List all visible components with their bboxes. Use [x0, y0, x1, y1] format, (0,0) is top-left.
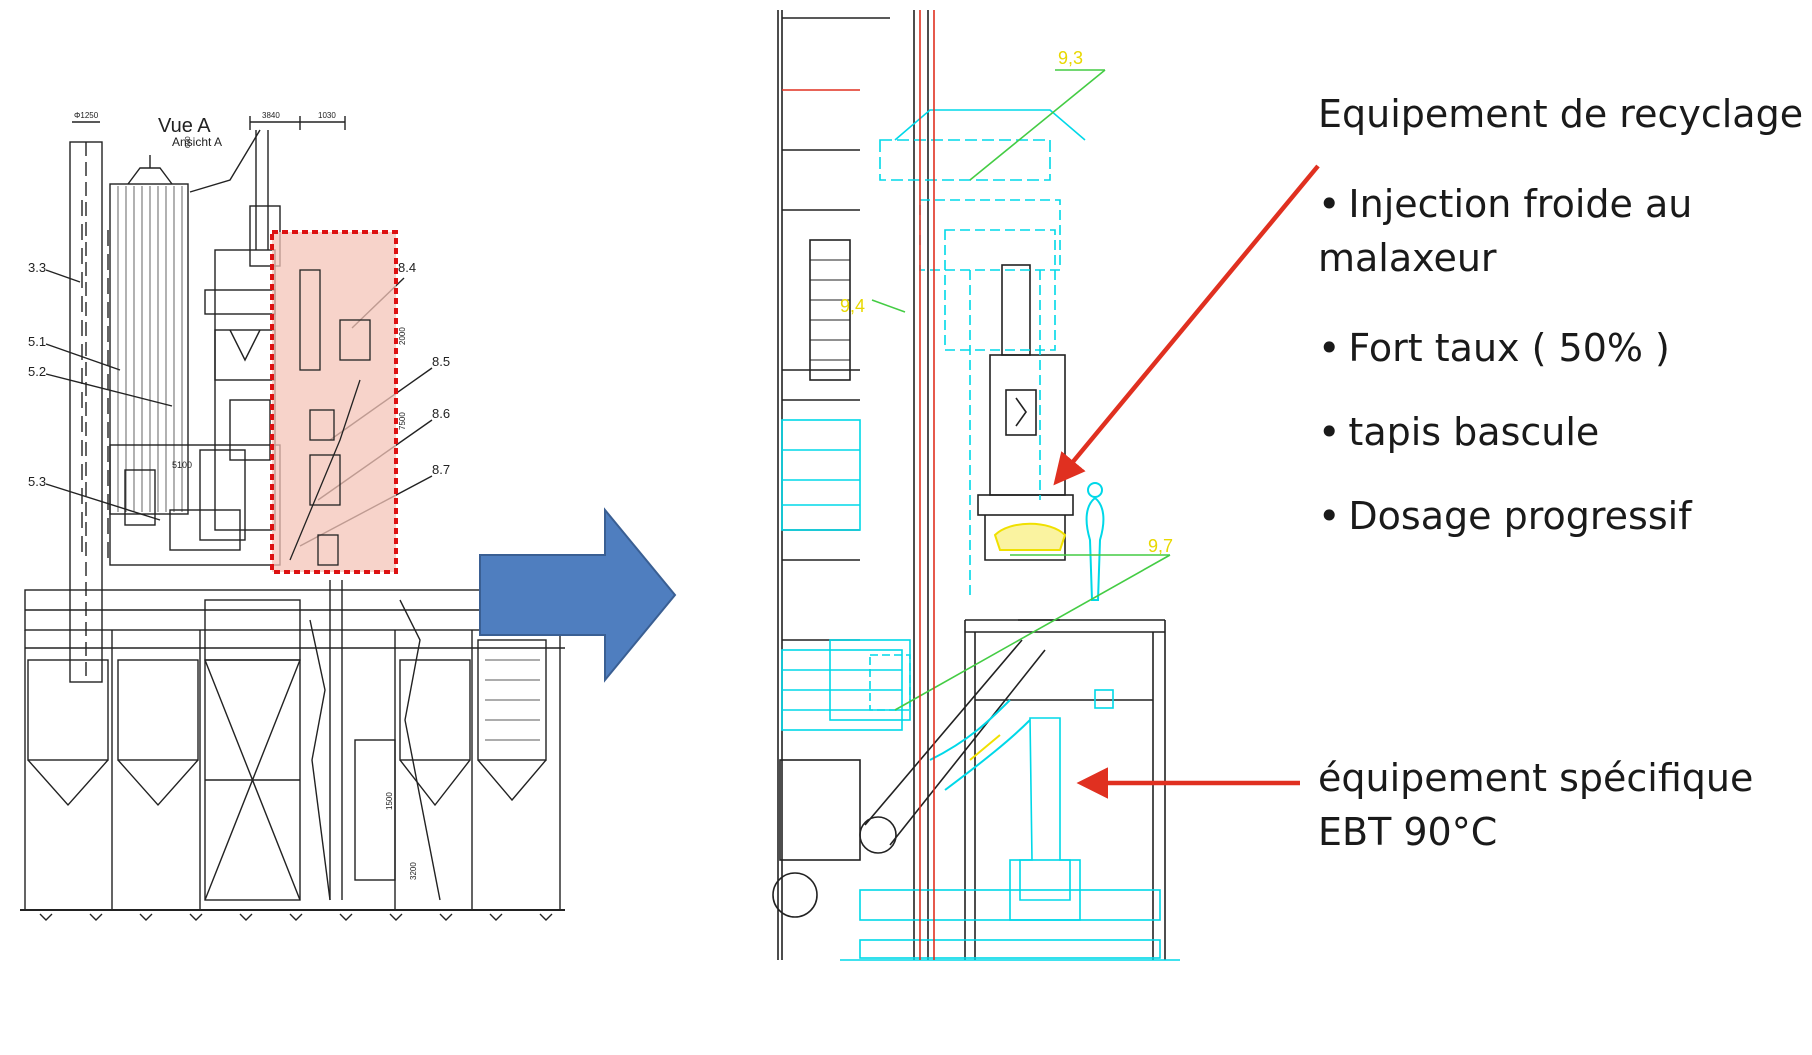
dim-label: 1030: [318, 111, 336, 120]
dim-label: 3840: [262, 111, 280, 120]
dim-label: 1500: [385, 792, 394, 810]
callout-9-4: 9,4: [840, 296, 865, 316]
callout-9-7: 9,7: [1148, 536, 1173, 556]
recycling-pointer-arrow: [1053, 164, 1320, 486]
callout-5-3: 5.3: [28, 474, 46, 489]
callout-3-3: 3.3: [28, 260, 46, 275]
recycling-title: Equipement de recyclage: [1318, 92, 1804, 136]
bullet-dot-icon: •: [1318, 494, 1341, 538]
bullet-cold-injection-cont: malaxeur: [1318, 236, 1497, 280]
callout-5-1: 5.1: [28, 334, 46, 349]
detail-red-lines: [782, 10, 935, 960]
dim-label: Φ1250: [74, 111, 99, 120]
bullet-cold-injection: •Injection froide au: [1318, 182, 1693, 226]
view-label: Vue A: [158, 115, 211, 137]
dim-label: 3200: [409, 862, 418, 880]
view-label-de: Ansicht A: [172, 135, 222, 149]
zoom-arrow: [479, 507, 677, 683]
detail-green-leaders: [871, 69, 1171, 711]
callout-5-2: 5.2: [28, 364, 46, 379]
callout-8-5: 8.5: [432, 354, 450, 369]
specific-equipment-label: équipement spécifique: [1318, 756, 1754, 800]
bullet-dot-icon: •: [1318, 326, 1341, 370]
callout-8-7: 8.7: [432, 462, 450, 477]
bullet-high-rate: •Fort taux ( 50% ): [1318, 326, 1670, 370]
bullet-progressive-dosing: •Dosage progressif: [1318, 494, 1692, 538]
callout-9-3: 9,3: [1058, 48, 1083, 68]
dim-label: 7500: [398, 412, 407, 430]
plant-elevation-drawing: Vue A Ansicht A Φ1250 3840 1030 600 3.3 …: [20, 111, 566, 921]
dim-label: 600: [185, 136, 192, 148]
recycling-section-highlight: [270, 230, 398, 574]
specific-equipment-temp: EBT 90°C: [1318, 810, 1498, 854]
dim-label: 2000: [398, 327, 407, 345]
bullet-dot-icon: •: [1318, 182, 1341, 226]
detail-yellow-lines: [969, 522, 1067, 761]
detail-black-lines: [772, 10, 1166, 960]
callout-8-6: 8.6: [432, 406, 450, 421]
dim-label: 5100: [172, 460, 192, 470]
recycling-detail-drawing: 9,3 9,4 9,7: [772, 10, 1180, 961]
bullet-tilting-belt: •tapis bascule: [1318, 410, 1600, 454]
callout-8-4: 8.4: [398, 260, 416, 275]
detail-cyan-lines: [781, 109, 1180, 961]
bullet-dot-icon: •: [1318, 410, 1341, 454]
